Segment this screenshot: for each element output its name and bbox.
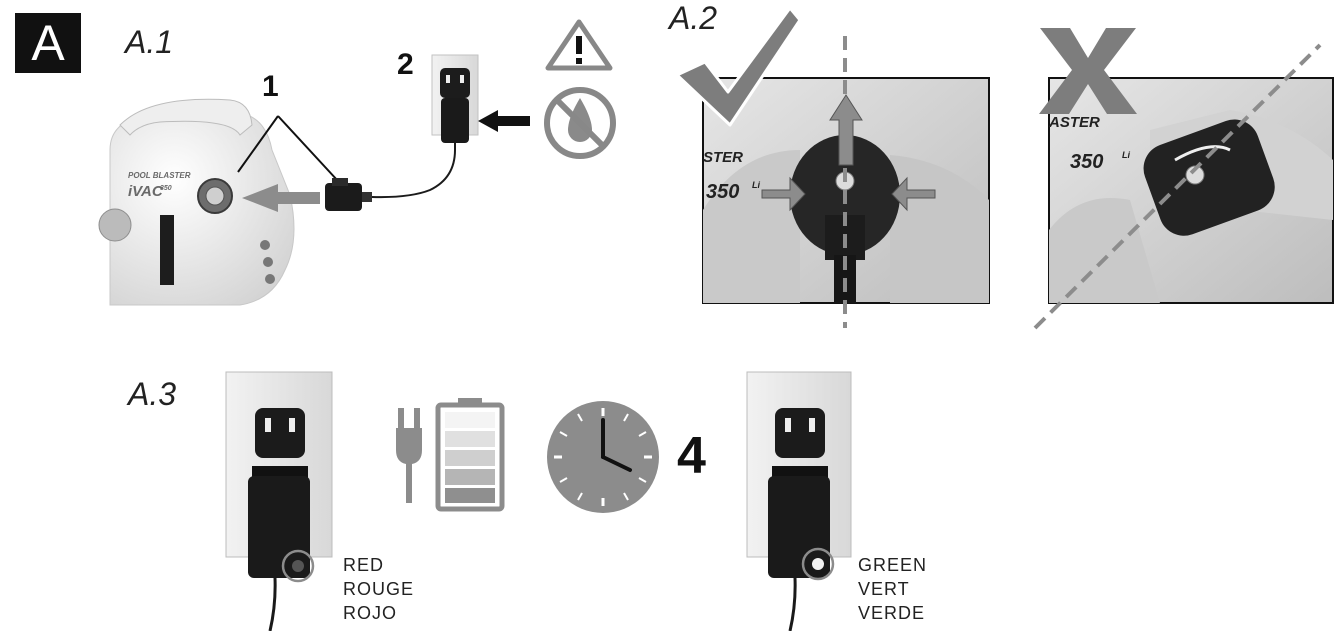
battery-icon — [435, 398, 505, 512]
photo-model-right: 350 — [1070, 151, 1103, 173]
photo-brand-cut-right: ASTER — [1048, 114, 1100, 131]
callout-1: 1 — [262, 70, 279, 103]
squeeze-arrow-right — [891, 176, 936, 212]
section-badge: A — [15, 13, 81, 73]
squeeze-arrow-left — [761, 176, 806, 212]
step-label-a1: A.1 — [125, 24, 174, 60]
step-label-a3: A.3 — [128, 376, 177, 412]
charger-plug — [325, 140, 456, 211]
wall-outlet-red — [225, 371, 333, 631]
angled-pull-guide — [1033, 43, 1322, 330]
indicator-green-labels: GREEN VERT VERDE — [858, 553, 927, 625]
photo-model-left: 350 — [706, 181, 739, 203]
photo-incorrect: ASTER 350 Li — [1048, 77, 1334, 304]
warning-icon — [545, 19, 613, 71]
insert-arrow — [242, 184, 320, 212]
callout-2: 2 — [397, 48, 414, 81]
indicator-green-es: VERDE — [858, 603, 926, 623]
push-arrow — [478, 110, 530, 132]
wall-outlet-a1 — [431, 54, 479, 143]
indicator-red-en: RED — [343, 555, 385, 575]
device-brand-small: POOL BLASTER — [128, 171, 191, 180]
wall-outlet-green — [746, 371, 852, 631]
photo-brand-cut-left: STER — [703, 149, 743, 166]
vacuum-device: POOL BLASTER iVAC 350 — [98, 98, 295, 306]
photo-model-sup-right: Li — [1122, 150, 1130, 160]
indicator-green-fr: VERT — [858, 579, 910, 599]
charge-hours: 4 — [677, 427, 706, 485]
x-icon — [1039, 28, 1137, 114]
indicator-red-es: ROJO — [343, 603, 398, 623]
callout-1-leader — [237, 115, 339, 182]
step-label-a2: A.2 — [669, 0, 718, 36]
device-brand-suffix: 350 — [160, 185, 172, 192]
device-brand-large: iVAC — [128, 183, 164, 200]
indicator-green-en: GREEN — [858, 555, 928, 575]
clock-icon — [547, 401, 659, 513]
no-water-icon — [544, 87, 616, 159]
indicator-red-fr: ROUGE — [343, 579, 415, 599]
photo-model-sup-left: Li — [752, 180, 760, 190]
indicator-red-labels: RED ROUGE ROJO — [343, 553, 414, 625]
plug-icon — [396, 408, 422, 503]
check-icon — [675, 6, 802, 127]
